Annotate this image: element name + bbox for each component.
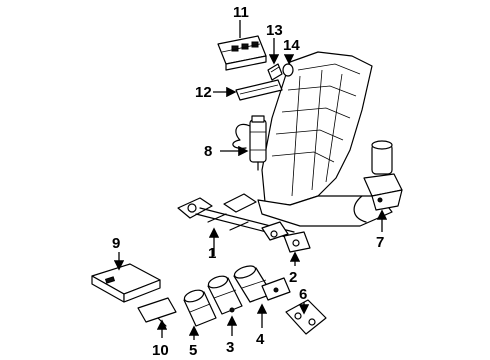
callout-2: 2 <box>289 269 297 286</box>
part-1-seat-track <box>177 193 295 241</box>
part-13-knob <box>267 63 283 81</box>
part-2-bracket <box>283 231 311 253</box>
seat-back <box>257 51 393 227</box>
callout-3: 3 <box>226 339 234 356</box>
callout-1: 1 <box>208 245 216 262</box>
part-10-connector <box>137 297 177 327</box>
part-3-motor <box>207 275 243 315</box>
part-6-plate <box>285 299 327 335</box>
part-14-button <box>282 63 294 77</box>
callout-5: 5 <box>189 342 197 359</box>
part-5-motor <box>183 289 217 327</box>
callout-7: 7 <box>376 234 384 251</box>
callout-10: 10 <box>152 342 169 359</box>
part-11-switch-module <box>217 35 267 71</box>
part-8-motor <box>232 115 267 171</box>
callout-4: 4 <box>256 331 265 348</box>
callout-12: 12 <box>195 84 212 101</box>
callout-13: 13 <box>266 22 283 39</box>
part-4-motor <box>233 265 291 303</box>
part-7-motor-assembly <box>353 140 403 223</box>
callout-6: 6 <box>299 286 307 303</box>
callout-14: 14 <box>283 37 300 54</box>
callout-8: 8 <box>204 143 212 160</box>
part-9-control-module <box>91 263 161 303</box>
callout-9: 9 <box>112 235 120 252</box>
callout-11: 11 <box>233 4 249 21</box>
part-12-bezel <box>235 79 283 101</box>
